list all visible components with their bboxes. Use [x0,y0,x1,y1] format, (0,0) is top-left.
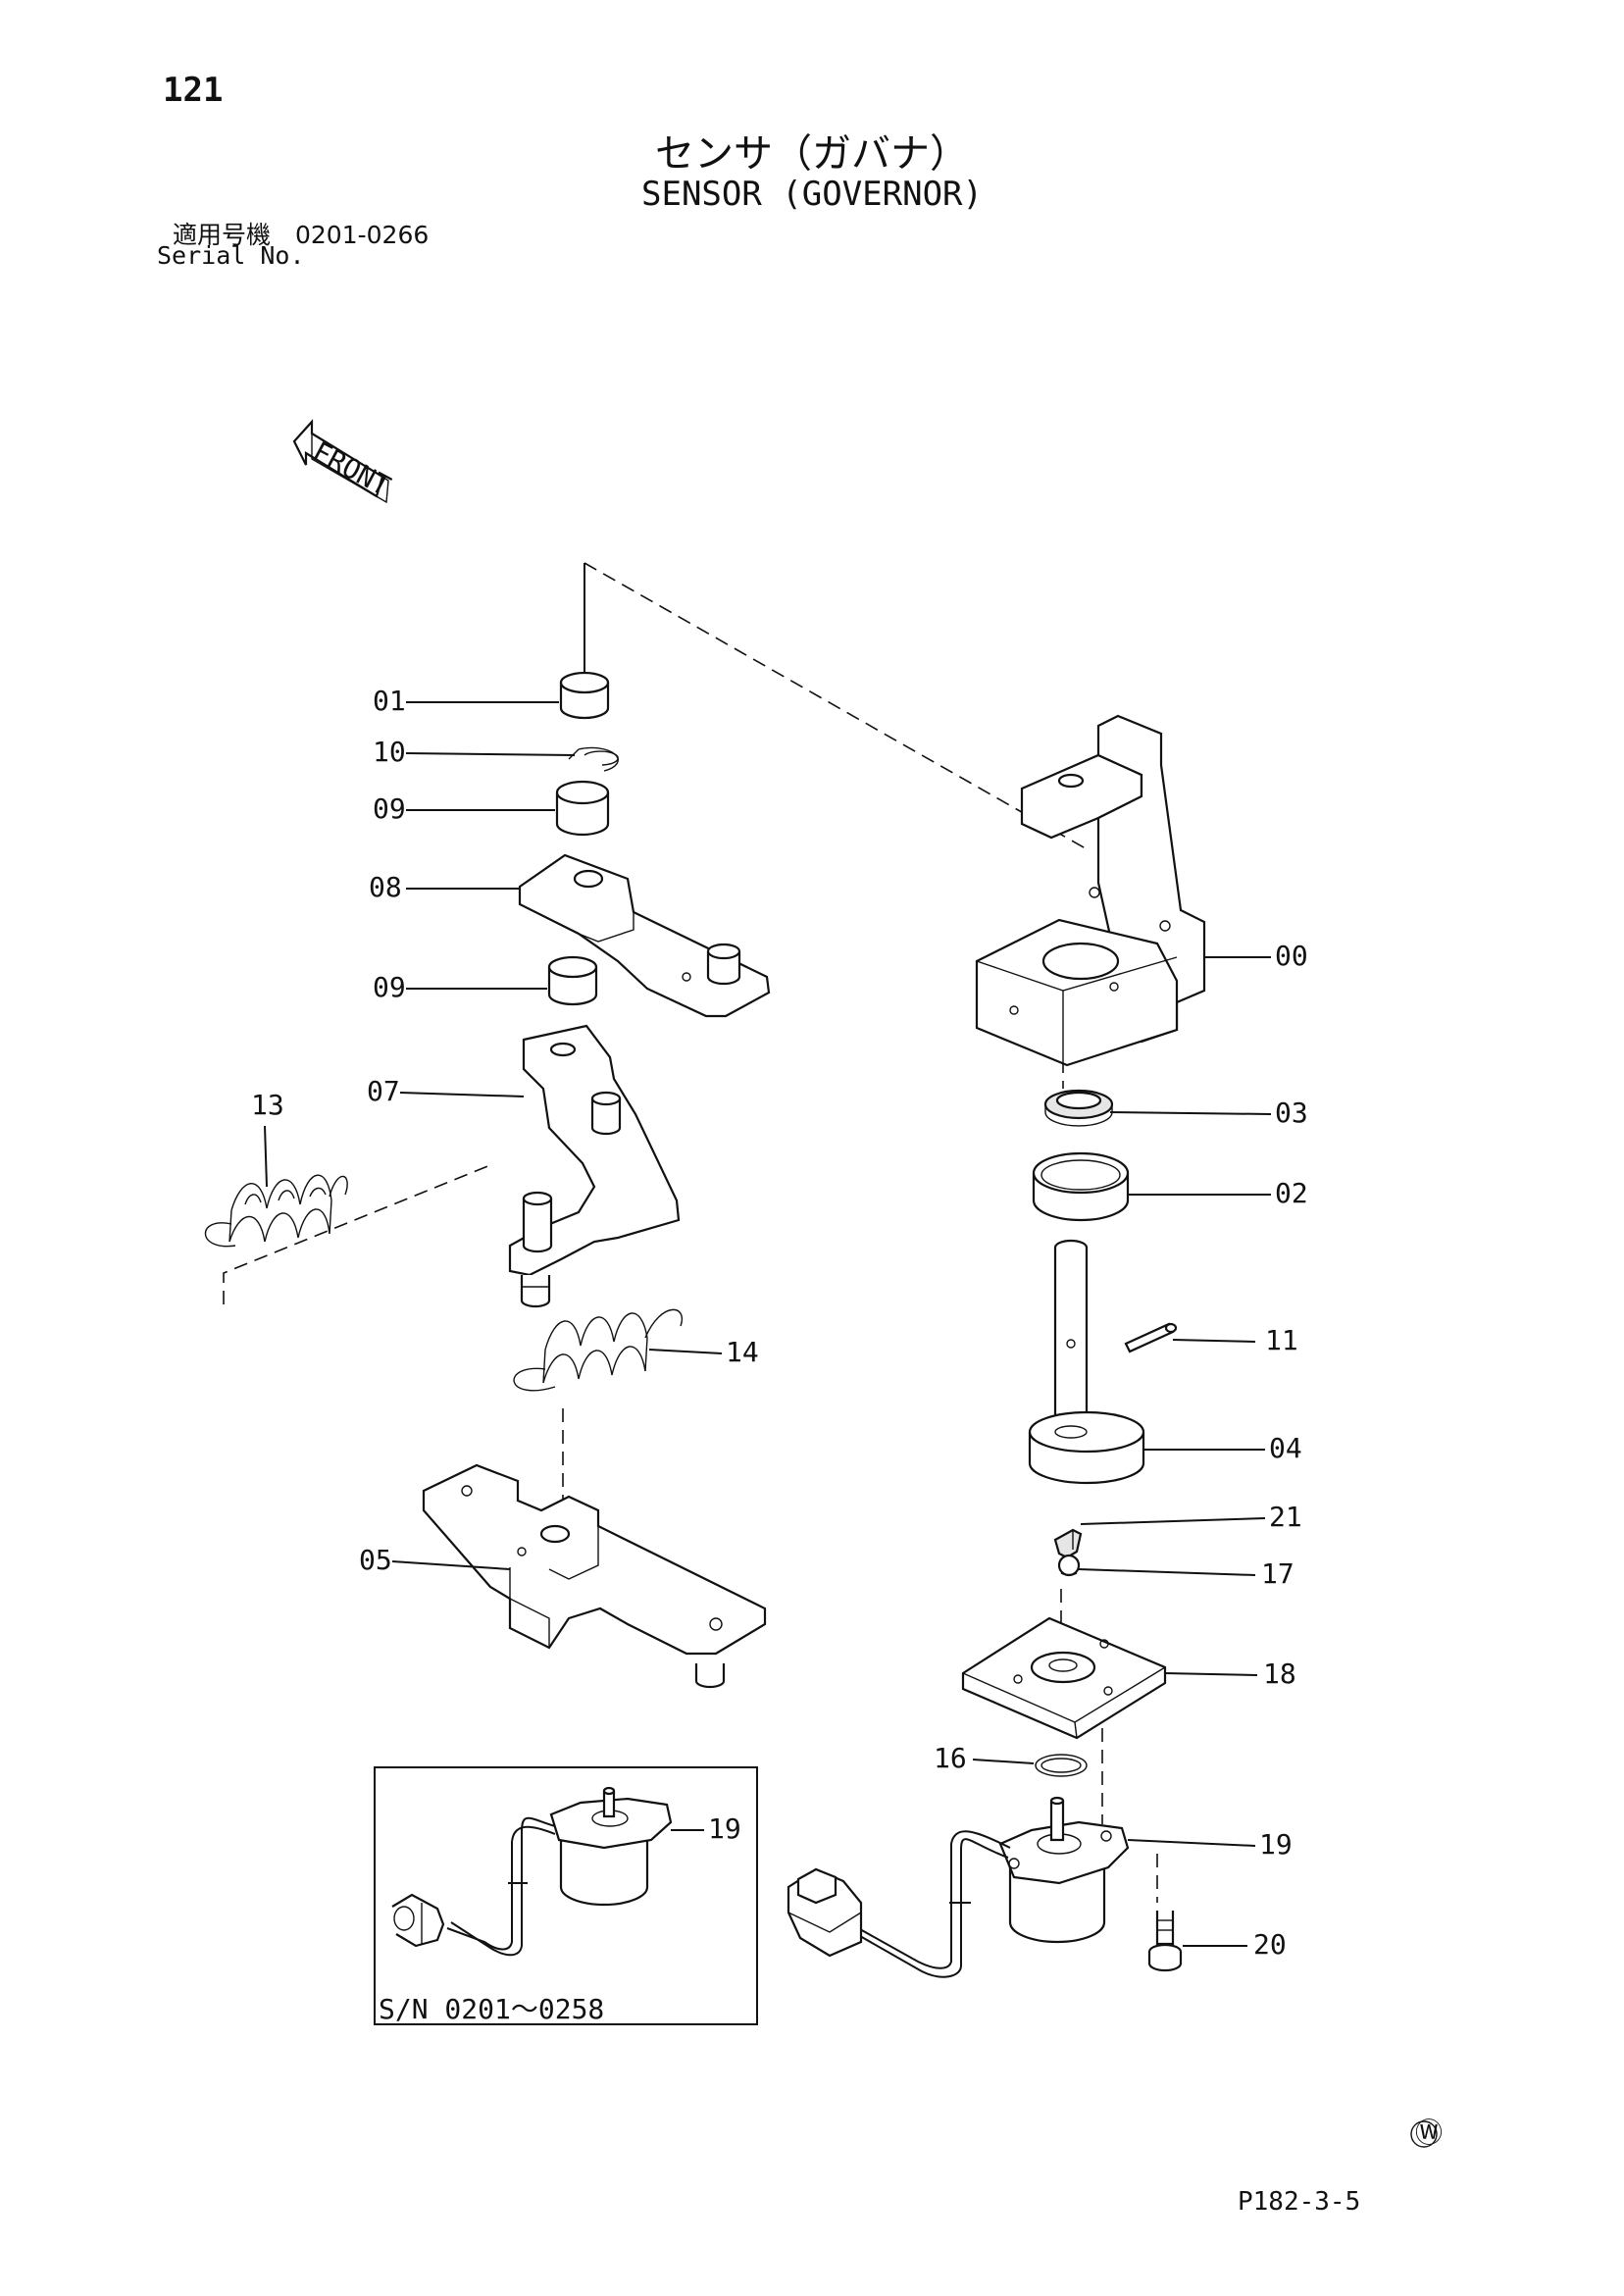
part-11-spring-pin [1124,1322,1178,1353]
part-18-mounting-plate [961,1616,1167,1740]
part-17-steel-ball [1057,1554,1081,1577]
part-07-lever-arm [508,1024,681,1308]
callout-18: 18 [1263,1658,1296,1690]
callout-13: 13 [251,1089,284,1121]
callout-19-main: 19 [1259,1828,1293,1861]
document-code: P182-3-5 [1238,2187,1361,2217]
inset-serial-label: S/N 0201～0258 [379,1993,604,2025]
page-title-english: SENSOR (GOVERNOR) [641,175,983,214]
callout-20: 20 [1253,1928,1287,1961]
callout-leader-lines [264,701,1272,1947]
callout-19-inset: 19 [708,1812,741,1845]
part-02-spacer-ring [1032,1151,1130,1222]
callout-09-lower: 09 [373,971,406,1003]
part-03-oil-seal [1043,1089,1114,1127]
part-10-snap-ring [568,746,619,772]
callout-03: 03 [1275,1097,1308,1129]
part-19-governor-sensor [787,1796,1130,1978]
callout-17: 17 [1261,1557,1294,1590]
part-08-lever-plate [518,853,771,1018]
w-mark-icon: Ⓦ [1410,2117,1443,2149]
callout-07: 07 [367,1075,400,1107]
callout-14: 14 [726,1336,759,1368]
page-number: 121 [163,71,224,110]
callout-10: 10 [373,736,406,768]
page-title-japanese: センサ（ガバナ） [655,131,969,177]
callout-00: 00 [1275,940,1308,972]
callout-08: 08 [369,871,402,903]
serial-number-label: Serial No. [157,241,305,270]
part-20-bolt [1147,1911,1183,1972]
part-09-lower-bushing [547,955,598,1006]
callout-02: 02 [1275,1177,1308,1209]
callout-01: 01 [373,685,406,717]
part-21-clip [1053,1528,1083,1559]
callout-09-upper: 09 [373,792,406,825]
part-14-tension-spring [513,1308,684,1392]
part-09-upper-bushing [555,780,610,837]
callout-21: 21 [1269,1501,1302,1533]
part-13-tension-spring [204,1174,348,1248]
part-16-o-ring [1035,1754,1088,1777]
part-01-bushing [559,671,610,720]
part-05-bracket-plate [422,1463,767,1689]
callout-11: 11 [1265,1324,1298,1356]
front-label: FRONT [308,435,396,503]
front-direction-arrow: FRONT [292,419,396,504]
svg-text:Ⓦ: Ⓦ [1415,2117,1443,2149]
inset-older-serial-detail: S/N 0201～0258 [374,1766,758,2025]
part-04-governor-shaft [1028,1239,1145,1485]
callout-05: 05 [359,1544,392,1576]
part-00-sensor-bracket [975,714,1206,1067]
serial-applicability-label: 適用号機 0201-0266 [173,221,430,249]
callout-16: 16 [934,1742,967,1774]
callout-04: 04 [1269,1432,1302,1464]
